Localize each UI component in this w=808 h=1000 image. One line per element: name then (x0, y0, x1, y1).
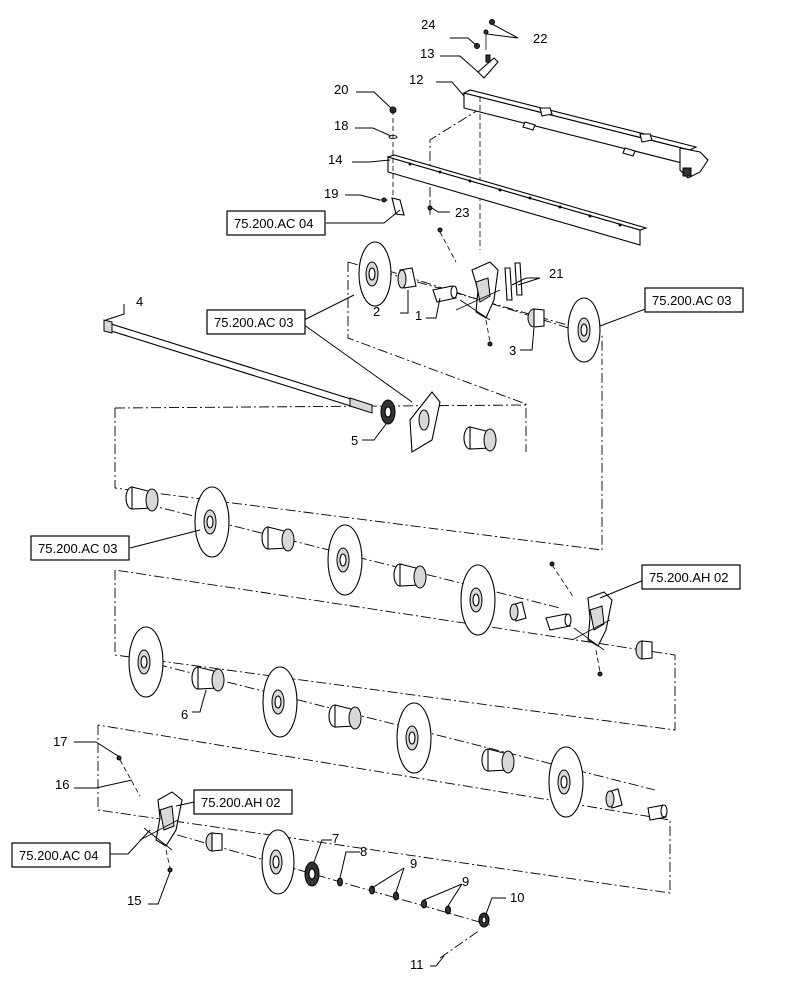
callout-numbers: 24 22 13 12 20 18 14 19 23 21 4 2 1 3 5 … (53, 17, 563, 972)
svg-text:75.200.AH 02: 75.200.AH 02 (649, 570, 729, 585)
spacer (605, 788, 623, 809)
washer-8 (337, 877, 343, 887)
bushing-1 (432, 285, 458, 303)
bracket-13 (477, 54, 499, 79)
small-hardware-top (378, 106, 433, 216)
callout-17: 17 (53, 734, 67, 749)
callout-22: 22 (533, 31, 547, 46)
parts-row3 (128, 626, 668, 821)
callout-9: 9 (462, 874, 469, 889)
callout-12: 12 (409, 72, 423, 87)
callout-24: 24 (421, 17, 435, 32)
hanger-assembly-bottom (116, 755, 183, 873)
axis-lines (129, 264, 656, 926)
disc (128, 626, 164, 698)
spool (328, 704, 362, 730)
disc (262, 666, 298, 738)
callout-19: 19 (324, 186, 338, 201)
spool (125, 486, 159, 512)
leader-lines (74, 23, 649, 967)
callout-18: 18 (334, 118, 348, 133)
parts-row2 (125, 486, 653, 677)
disc (327, 524, 363, 596)
parts-top-row (358, 241, 601, 453)
svg-text:75.200.AC 03: 75.200.AC 03 (652, 293, 732, 308)
hanger-assembly-top (437, 227, 523, 347)
frame-rail-12 (462, 89, 709, 179)
bracket-link-line (429, 109, 479, 215)
callout-9: 9 (410, 856, 417, 871)
assembly-outline-top (347, 261, 603, 452)
axis-line-row3 (139, 659, 656, 791)
callout-10: 10 (510, 890, 524, 905)
callout-11: 11 (410, 957, 424, 972)
spool (463, 426, 497, 452)
svg-text:75.200.AH 02: 75.200.AH 02 (201, 795, 281, 810)
bearing-3 (527, 308, 545, 328)
assembly-outline-row3 (114, 569, 676, 731)
callout-14: 14 (328, 152, 342, 167)
callout-15: 15 (127, 893, 141, 908)
parts-row4 (116, 755, 490, 959)
end-disc (409, 391, 441, 453)
assembly-outline-row2 (114, 360, 603, 551)
callout-6: 6 (181, 707, 188, 722)
reference-boxes: 75.200.AC 04 75.200.AC 03 75.200.AC 03 7… (11, 210, 744, 868)
reference-box-ac03-left[interactable]: 75.200.AC 03 (206, 309, 306, 335)
disc (567, 297, 601, 363)
shaft-4 (103, 319, 373, 414)
svg-text:75.200.AC 03: 75.200.AC 03 (214, 315, 294, 330)
disc (548, 746, 584, 818)
assembly-outline-row4 (97, 724, 671, 894)
bolt-11-line (439, 929, 481, 959)
bushing (647, 804, 668, 821)
callout-8: 8 (360, 844, 367, 859)
bearing (205, 832, 223, 852)
callout-23: 23 (455, 205, 469, 220)
spool-6 (191, 666, 225, 692)
reference-box-ac04-top[interactable]: 75.200.AC 04 (226, 210, 326, 236)
assembly-outlines (97, 109, 676, 894)
bolts-22-24 (474, 19, 495, 250)
disc (358, 241, 392, 307)
spacer-2 (397, 267, 417, 289)
reference-box-ah02-bottom[interactable]: 75.200.AH 02 (193, 789, 293, 815)
svg-text:75.200.AC 03: 75.200.AC 03 (38, 541, 118, 556)
callout-5: 5 (351, 433, 358, 448)
callout-4: 4 (136, 294, 143, 309)
callout-7: 7 (332, 831, 339, 846)
end-washer-7 (304, 861, 320, 887)
disc (194, 486, 230, 558)
callout-1: 1 (415, 308, 422, 323)
hanger-assembly-right (549, 561, 613, 677)
disc (396, 702, 432, 774)
reference-box-ac04-bottom[interactable]: 75.200.AC 04 (11, 842, 111, 868)
svg-text:75.200.AC 04: 75.200.AC 04 (19, 848, 99, 863)
scraper-bar-14 (386, 154, 648, 246)
nut-10 (478, 912, 490, 928)
reference-box-ac03-mid[interactable]: 75.200.AC 03 (30, 535, 130, 561)
spool (481, 748, 515, 774)
callout-2: 2 (373, 304, 380, 319)
washers-9 (369, 885, 451, 915)
spacer (509, 601, 527, 622)
callout-20: 20 (334, 82, 348, 97)
callout-16: 16 (55, 777, 69, 792)
svg-text:75.200.AC 04: 75.200.AC 04 (234, 216, 314, 231)
callout-13: 13 (420, 46, 434, 61)
reference-box-ah02-right[interactable]: 75.200.AH 02 (641, 564, 741, 590)
callout-21: 21 (549, 266, 563, 281)
disc (261, 829, 295, 895)
disc (460, 564, 496, 636)
spool (393, 563, 427, 589)
nut-5 (380, 399, 396, 425)
reference-box-ac03-right[interactable]: 75.200.AC 03 (644, 287, 744, 313)
spool (261, 526, 295, 552)
callout-3: 3 (509, 343, 516, 358)
bushing (545, 613, 572, 631)
bearing (635, 640, 653, 660)
